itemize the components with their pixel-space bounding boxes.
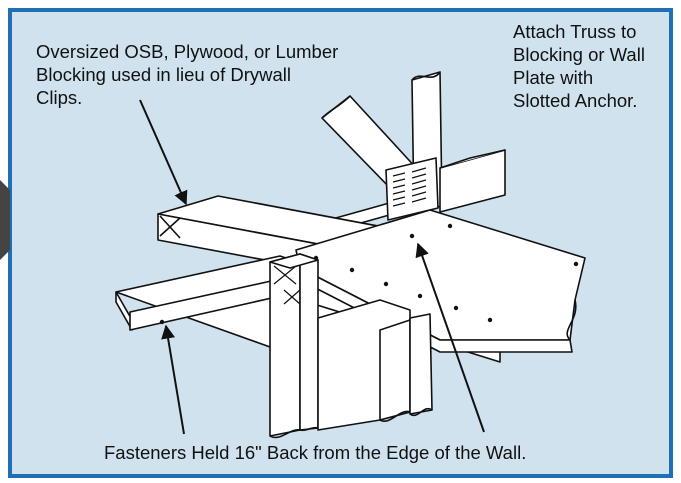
decorative-band bbox=[0, 180, 10, 260]
wall-stud-top-plate bbox=[269, 253, 319, 269]
anchor-slots bbox=[392, 167, 427, 207]
truss-attachment-callout-text: Attach Truss to Blocking or Wall Plate w… bbox=[513, 21, 645, 111]
end-grain-marks bbox=[273, 265, 301, 305]
truss-vertical-break bbox=[411, 71, 441, 81]
blocking-end-grain bbox=[159, 215, 181, 239]
blocking-callout-arrow bbox=[139, 99, 188, 206]
truss-web-break bbox=[321, 95, 351, 119]
fastener-callout-arrow-left bbox=[161, 324, 185, 435]
fasteners-callout-text: Fasteners Held 16" Back from the Edge of… bbox=[104, 442, 527, 463]
wall-break-lines bbox=[269, 299, 577, 439]
wall-lower-post bbox=[409, 313, 433, 415]
wall-stud-side bbox=[299, 253, 319, 431]
wall-lower-side bbox=[379, 319, 411, 421]
fastener-callout-arrow-right bbox=[415, 242, 485, 433]
fastener-dots bbox=[159, 223, 579, 325]
wall-stud-front bbox=[269, 253, 301, 437]
truss-chord-right bbox=[439, 149, 506, 213]
truss-chord-right-top bbox=[439, 149, 506, 169]
blocking-callout-text: Oversized OSB, Plywood, or Lumber Blocki… bbox=[36, 41, 339, 108]
